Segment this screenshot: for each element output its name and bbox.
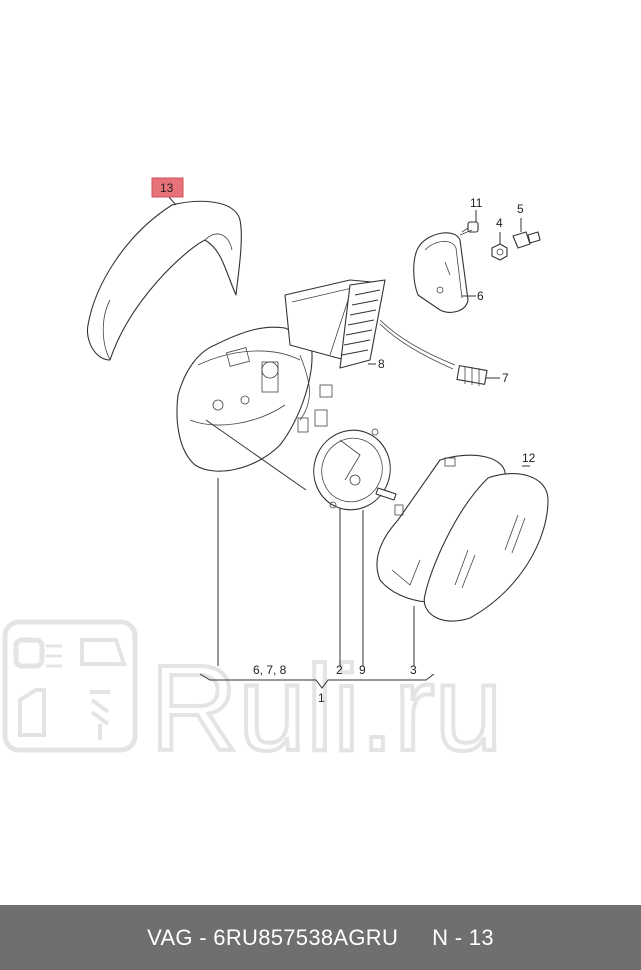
callout-4: 4 [496, 216, 503, 230]
part-13-mirror-cap [86, 200, 242, 361]
callout-9: 9 [359, 663, 366, 677]
part-2-adjust-motor [313, 428, 391, 511]
part-12-mirror-glass [423, 473, 549, 622]
highlight-box-13 [151, 177, 184, 198]
part-11-screw [459, 221, 479, 236]
callout-12: 12 [522, 451, 536, 465]
callout-6-7-8: 6, 7, 8 [253, 663, 287, 677]
part-7-connector [379, 319, 488, 386]
footer-bar: VAG - 6RU857538AGRU N - 13 [0, 905, 641, 970]
callout-2: 2 [336, 663, 343, 677]
mirror-housing [176, 326, 333, 472]
watermark-text: Ruli.ru [150, 640, 503, 776]
part-4-nut [491, 243, 508, 261]
leader-lines [167, 195, 530, 689]
callout-11: 11 [470, 196, 483, 210]
part-number-label: VAG - 6RU857538AGRU [147, 924, 399, 950]
callout-8: 8 [378, 357, 385, 371]
exploded-parts-diagram: Ruli.ru [2, 177, 549, 778]
callout-3: 3 [410, 663, 417, 677]
callout-6: 6 [477, 289, 484, 303]
part-5-bolt [512, 231, 541, 249]
diagram-position-label: N - 13 [432, 924, 494, 950]
part-9-screw [375, 487, 397, 501]
glass-panels [284, 279, 386, 369]
heating-element-hatch [341, 289, 381, 356]
callout-7: 7 [502, 371, 509, 385]
callout-1: 1 [318, 691, 325, 705]
callout-5: 5 [517, 202, 524, 216]
watermark-logo: Ruli.ru [2, 619, 505, 778]
callout-13: 13 [160, 181, 174, 195]
part-6-plate [413, 232, 469, 313]
